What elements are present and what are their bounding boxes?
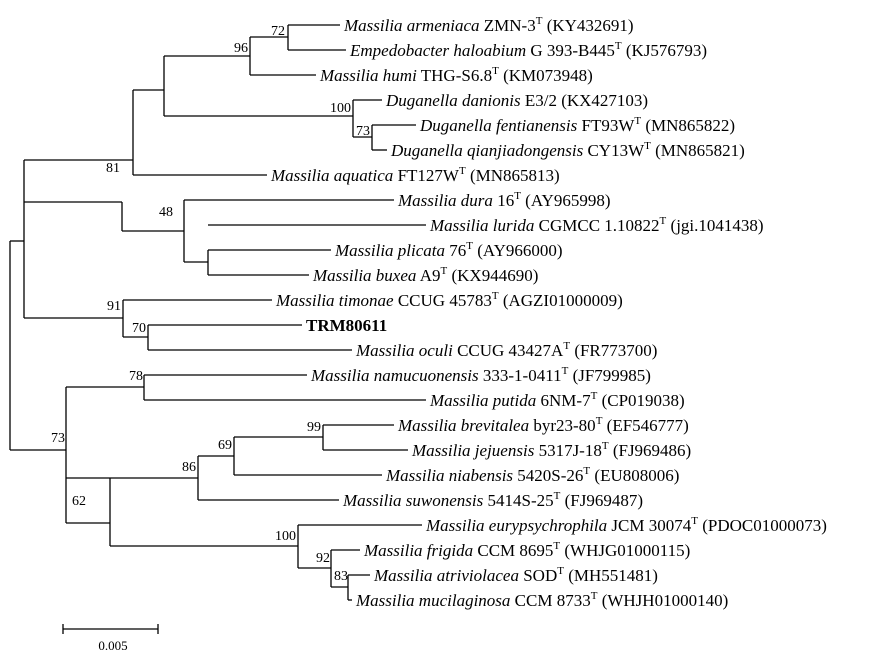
scale-bar-label: 0.005 [98, 638, 127, 653]
leaf-label-brevitalea: Massilia brevitalea byr23-80T (EF546777) [397, 415, 689, 435]
leaf-label-plicata: Massilia plicata 76T (AY966000) [334, 240, 563, 260]
leaf-label-lurida: Massilia lurida CGMCC 1.10822T (jgi.1041… [429, 215, 764, 235]
leaf-label-fentianensis: Duganella fentianensis FT93WT (MN865822) [419, 115, 735, 135]
leaf-label-buxea: Massilia buxea A9T (KX944690) [312, 265, 538, 285]
bootstrap-value: 92 [316, 551, 330, 566]
leaf-label-niabensis: Massilia niabensis 5420S-26T (EU808006) [385, 465, 679, 485]
bootstrap-value: 83 [334, 569, 348, 584]
leaf-label-danionis: Duganella danionis E3/2 (KX427103) [385, 91, 648, 110]
bootstrap-value: 72 [271, 24, 285, 39]
bootstrap-value: 99 [307, 420, 321, 435]
bootstrap-value: 96 [234, 41, 248, 56]
leaf-label-namucuonensis: Massilia namucuonensis 333-1-0411T (JF79… [310, 365, 651, 385]
leaf-label-haloabium: Empedobacter haloabium G 393-B445T (KJ57… [349, 40, 707, 60]
leaf-label-putida: Massilia putida 6NM-7T (CP019038) [429, 390, 685, 410]
leaf-label-armeniaca: Massilia armeniaca ZMN-3T (KY432691) [343, 15, 634, 35]
leaf-label-suwonensis: Massilia suwonensis 5414S-25T (FJ969487) [342, 490, 643, 510]
bootstrap-value: 73 [51, 431, 65, 446]
leaf-label-eurypsychrophila: Massilia eurypsychrophila JCM 30074T (PD… [425, 515, 827, 535]
leaf-label-humi: Massilia humi THG-S6.8T (KM073948) [319, 65, 593, 85]
leaf-labels: Massilia armeniaca ZMN-3T (KY432691) Emp… [270, 15, 827, 610]
bootstrap-value: 81 [106, 161, 120, 176]
leaf-label-mucilaginosa: Massilia mucilaginosa CCM 8733T (WHJH010… [355, 590, 728, 610]
leaf-label-qianjiadongensis: Duganella qianjiadongensis CY13WT (MN865… [390, 140, 745, 160]
leaf-label-atriviolacea: Massilia atriviolacea SODT (MH551481) [373, 565, 658, 585]
leaf-label-frigida: Massilia frigida CCM 8695T (WHJG01000115… [363, 540, 690, 560]
bootstrap-value: 78 [129, 369, 143, 384]
bootstrap-value: 48 [159, 205, 173, 220]
leaf-label-aquatica: Massilia aquatica FT127WT (MN865813) [270, 165, 560, 185]
leaf-label-timonae: Massilia timonae CCUG 45783T (AGZI010000… [275, 290, 623, 310]
bootstrap-value: 62 [72, 494, 86, 509]
bootstrap-value: 100 [330, 101, 351, 116]
bootstrap-value: 70 [132, 321, 146, 336]
bootstrap-value: 73 [356, 124, 370, 139]
leaf-label-jejuensis: Massilia jejuensis 5317J-18T (FJ969486) [411, 440, 691, 460]
leaf-label-oculi: Massilia oculi CCUG 43427AT (FR773700) [355, 340, 657, 360]
tree-branches [9, 24, 426, 601]
bootstrap-values: 72 96 100 73 81 48 91 70 78 99 69 86 73 … [51, 24, 370, 584]
scale-bar: 0.005 [62, 624, 159, 653]
leaf-label-trm80611: TRM80611 [306, 316, 387, 335]
bootstrap-value: 86 [182, 460, 196, 475]
bootstrap-value: 100 [275, 529, 296, 544]
bootstrap-value: 69 [218, 438, 232, 453]
leaf-label-dura: Massilia dura 16T (AY965998) [397, 190, 611, 210]
bootstrap-value: 91 [107, 299, 121, 314]
